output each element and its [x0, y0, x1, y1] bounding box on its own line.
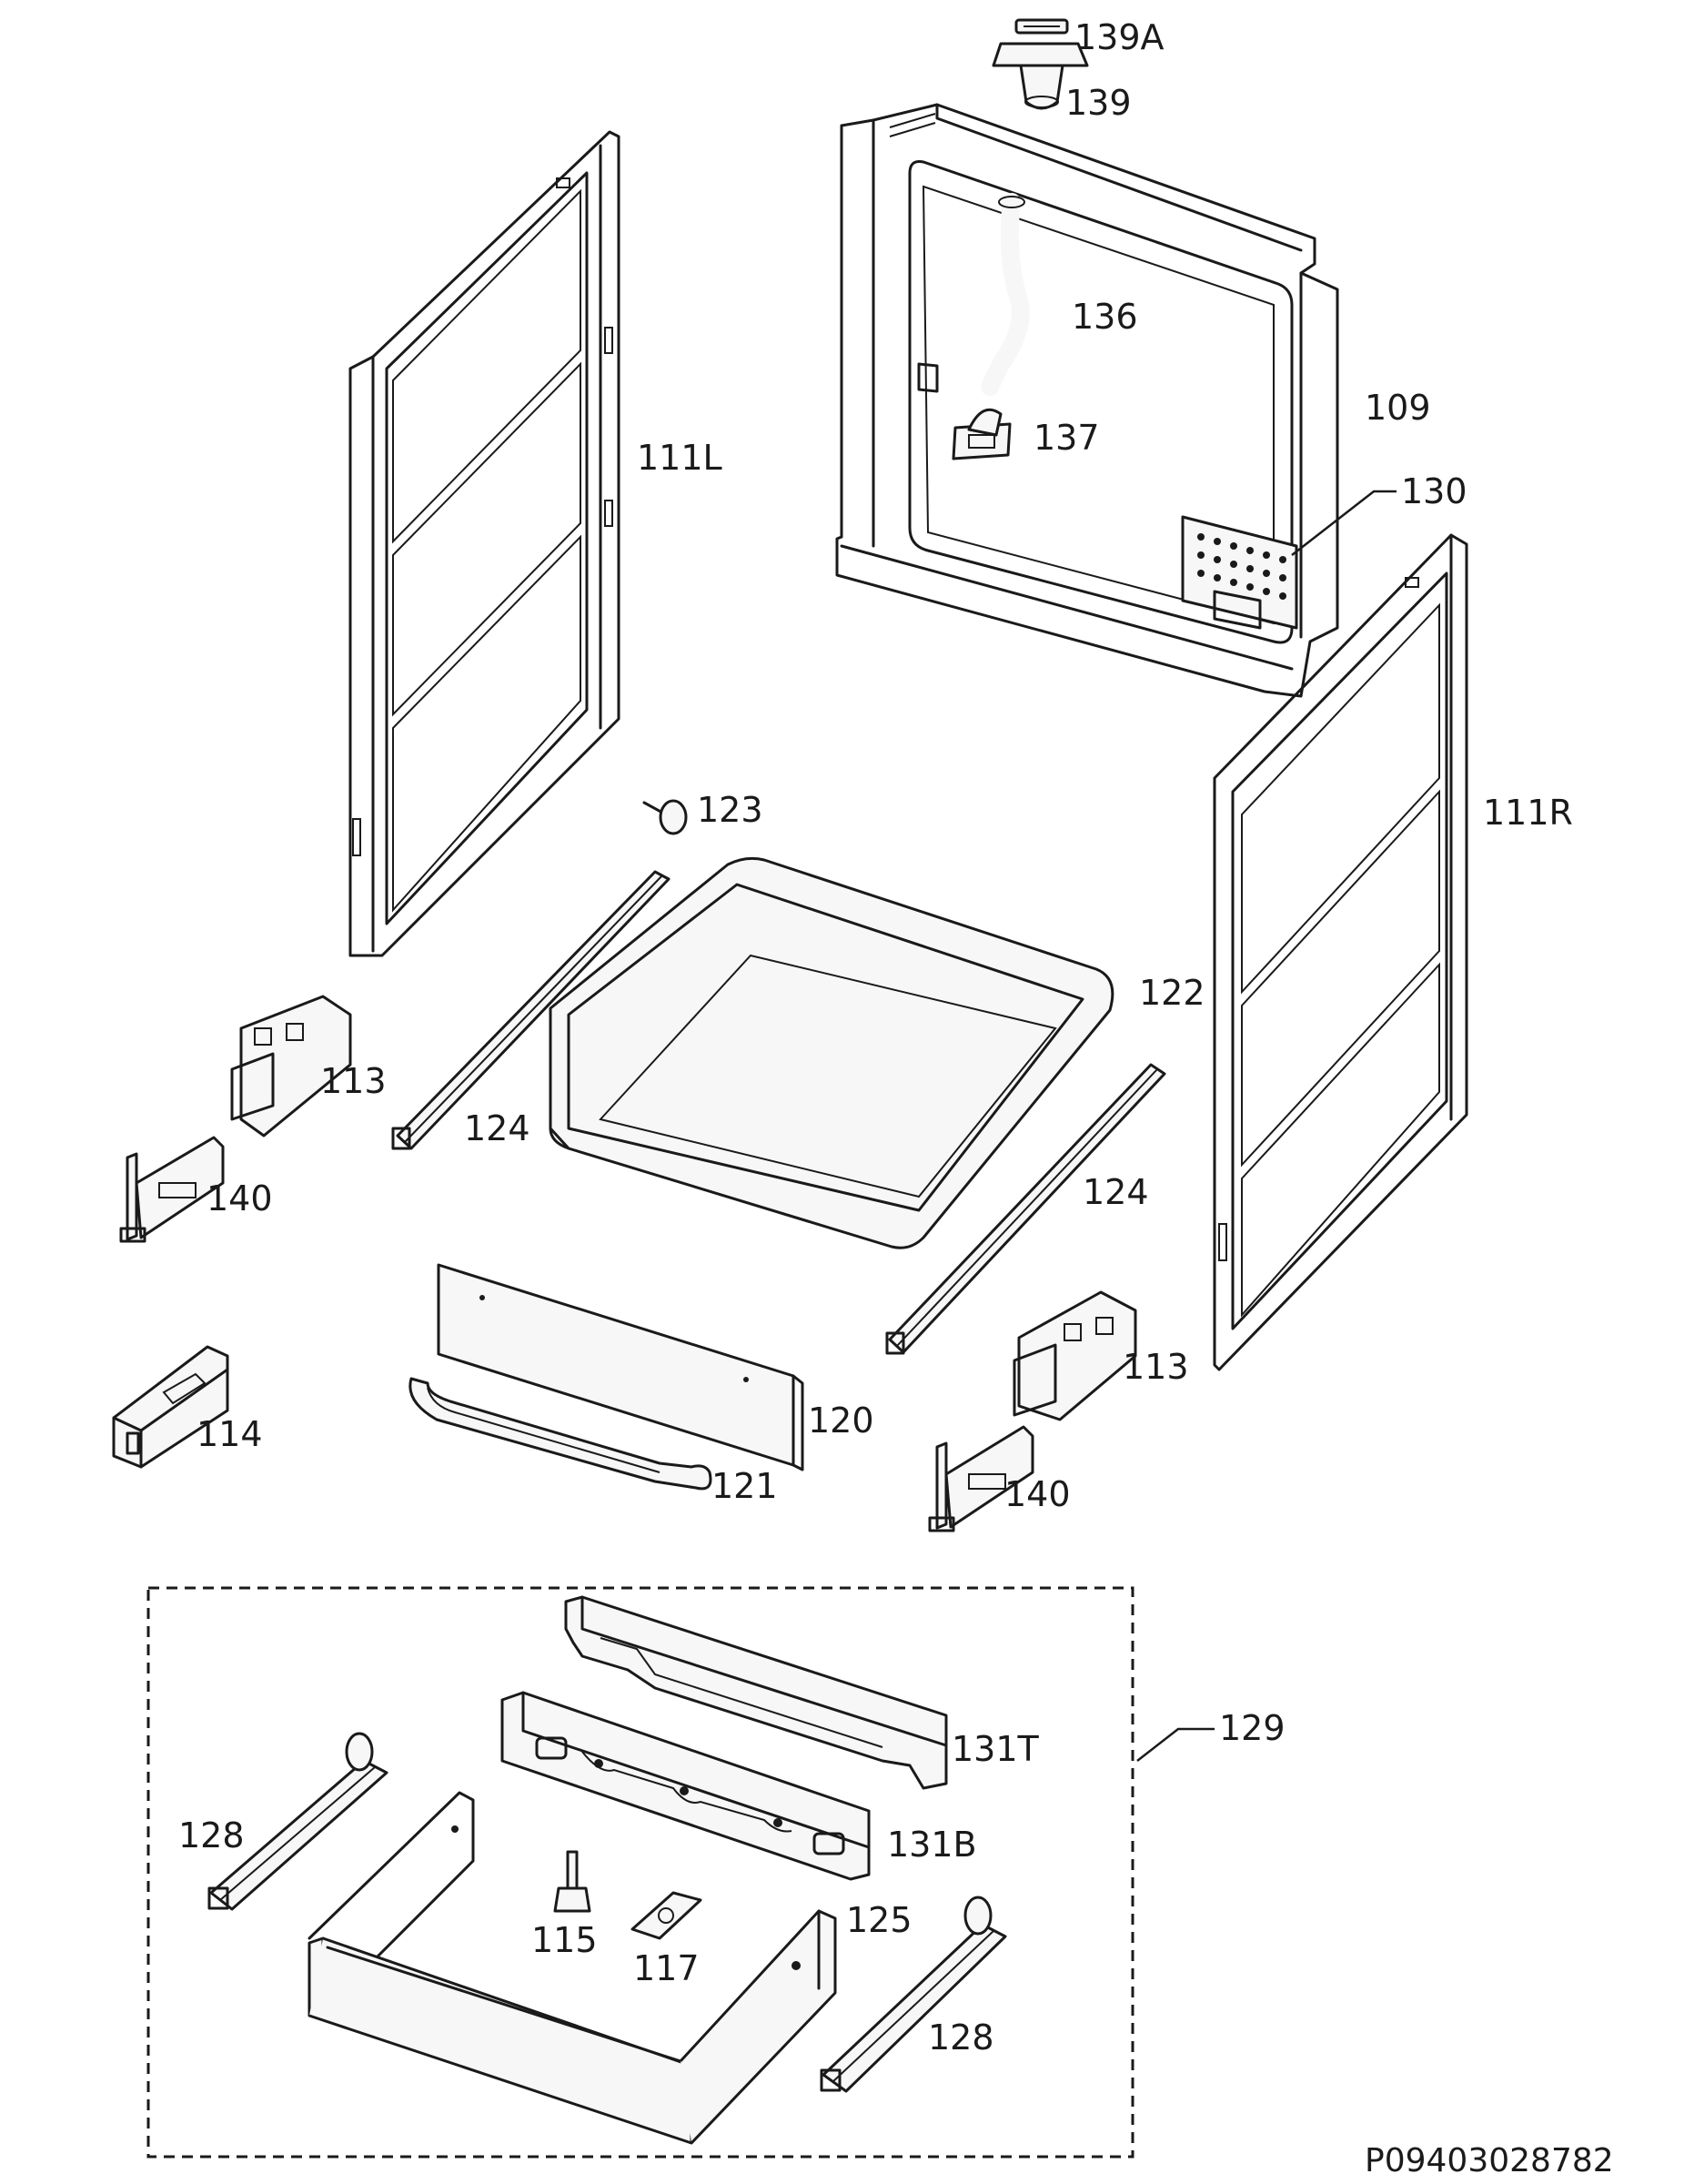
part-140-right-hinge[interactable]	[928, 1425, 1034, 1532]
part-139a-vent-cover[interactable]	[1014, 18, 1069, 35]
part-117-bracket-plate[interactable]	[630, 1891, 702, 1940]
part-124-right-slide-rail[interactable]	[885, 1063, 1166, 1355]
part-122-drawer-tray[interactable]	[549, 856, 1114, 1249]
part-123-knob[interactable]	[642, 799, 688, 835]
label-128-left: 128	[178, 1815, 245, 1855]
label-125: 125	[846, 1900, 913, 1940]
kit-box-129	[146, 1586, 1134, 2159]
leader-129	[1136, 1727, 1215, 1762]
label-136: 136	[1072, 297, 1138, 337]
part-140-left-hinge[interactable]	[119, 1136, 225, 1243]
part-114-latch[interactable]	[112, 1345, 229, 1469]
leader-130	[1291, 490, 1397, 556]
label-139: 139	[1065, 83, 1132, 123]
part-125-base-frame[interactable]	[308, 1791, 837, 2145]
part-128-right-roller-rail[interactable]	[820, 1896, 1007, 2093]
part-131t-top-rail[interactable]	[564, 1595, 948, 1790]
label-109: 109	[1365, 388, 1431, 428]
label-130: 130	[1401, 471, 1467, 511]
part-124-left-slide-rail[interactable]	[391, 870, 671, 1150]
part-130-perforated-plate[interactable]	[1181, 515, 1298, 630]
label-111l: 111L	[637, 438, 722, 478]
part-139-vent-duct[interactable]	[992, 42, 1089, 110]
label-115: 115	[531, 1920, 598, 1960]
part-131b-bottom-rail[interactable]	[500, 1691, 871, 1881]
label-137: 137	[1034, 418, 1100, 458]
label-117: 117	[633, 1948, 700, 1988]
part-128-left-roller-rail[interactable]	[207, 1732, 388, 1911]
label-139a: 139A	[1074, 17, 1165, 57]
part-120-drawer-front[interactable]	[437, 1263, 804, 1471]
label-114: 114	[197, 1414, 263, 1454]
label-124-left: 124	[464, 1108, 530, 1148]
label-131b: 131B	[887, 1825, 977, 1865]
label-111r: 111R	[1483, 793, 1573, 833]
part-113-left-hinge[interactable]	[230, 995, 352, 1138]
part-137-outlet-flange[interactable]	[952, 408, 1012, 460]
label-113-right: 113	[1123, 1347, 1189, 1387]
label-121: 121	[711, 1466, 778, 1506]
label-113-left: 113	[320, 1061, 387, 1101]
part-111r-right-side-panel[interactable]	[1213, 533, 1468, 1371]
part-115-leveling-foot[interactable]	[553, 1850, 591, 1913]
label-123: 123	[697, 790, 763, 830]
label-124-right: 124	[1083, 1172, 1149, 1212]
label-122: 122	[1139, 973, 1205, 1013]
part-111l-left-side-panel[interactable]	[348, 130, 620, 957]
label-129: 129	[1219, 1708, 1286, 1748]
label-140-right: 140	[1004, 1474, 1071, 1514]
part-136-hose[interactable]	[981, 193, 1030, 396]
label-128-right: 128	[928, 2017, 994, 2058]
document-number: P09403028782	[1365, 2142, 1614, 2179]
label-131t: 131T	[952, 1729, 1040, 1769]
part-121-handle[interactable]	[408, 1377, 712, 1491]
label-120: 120	[808, 1400, 874, 1441]
part-113-right-hinge[interactable]	[1013, 1290, 1137, 1421]
label-140-left: 140	[207, 1178, 273, 1218]
